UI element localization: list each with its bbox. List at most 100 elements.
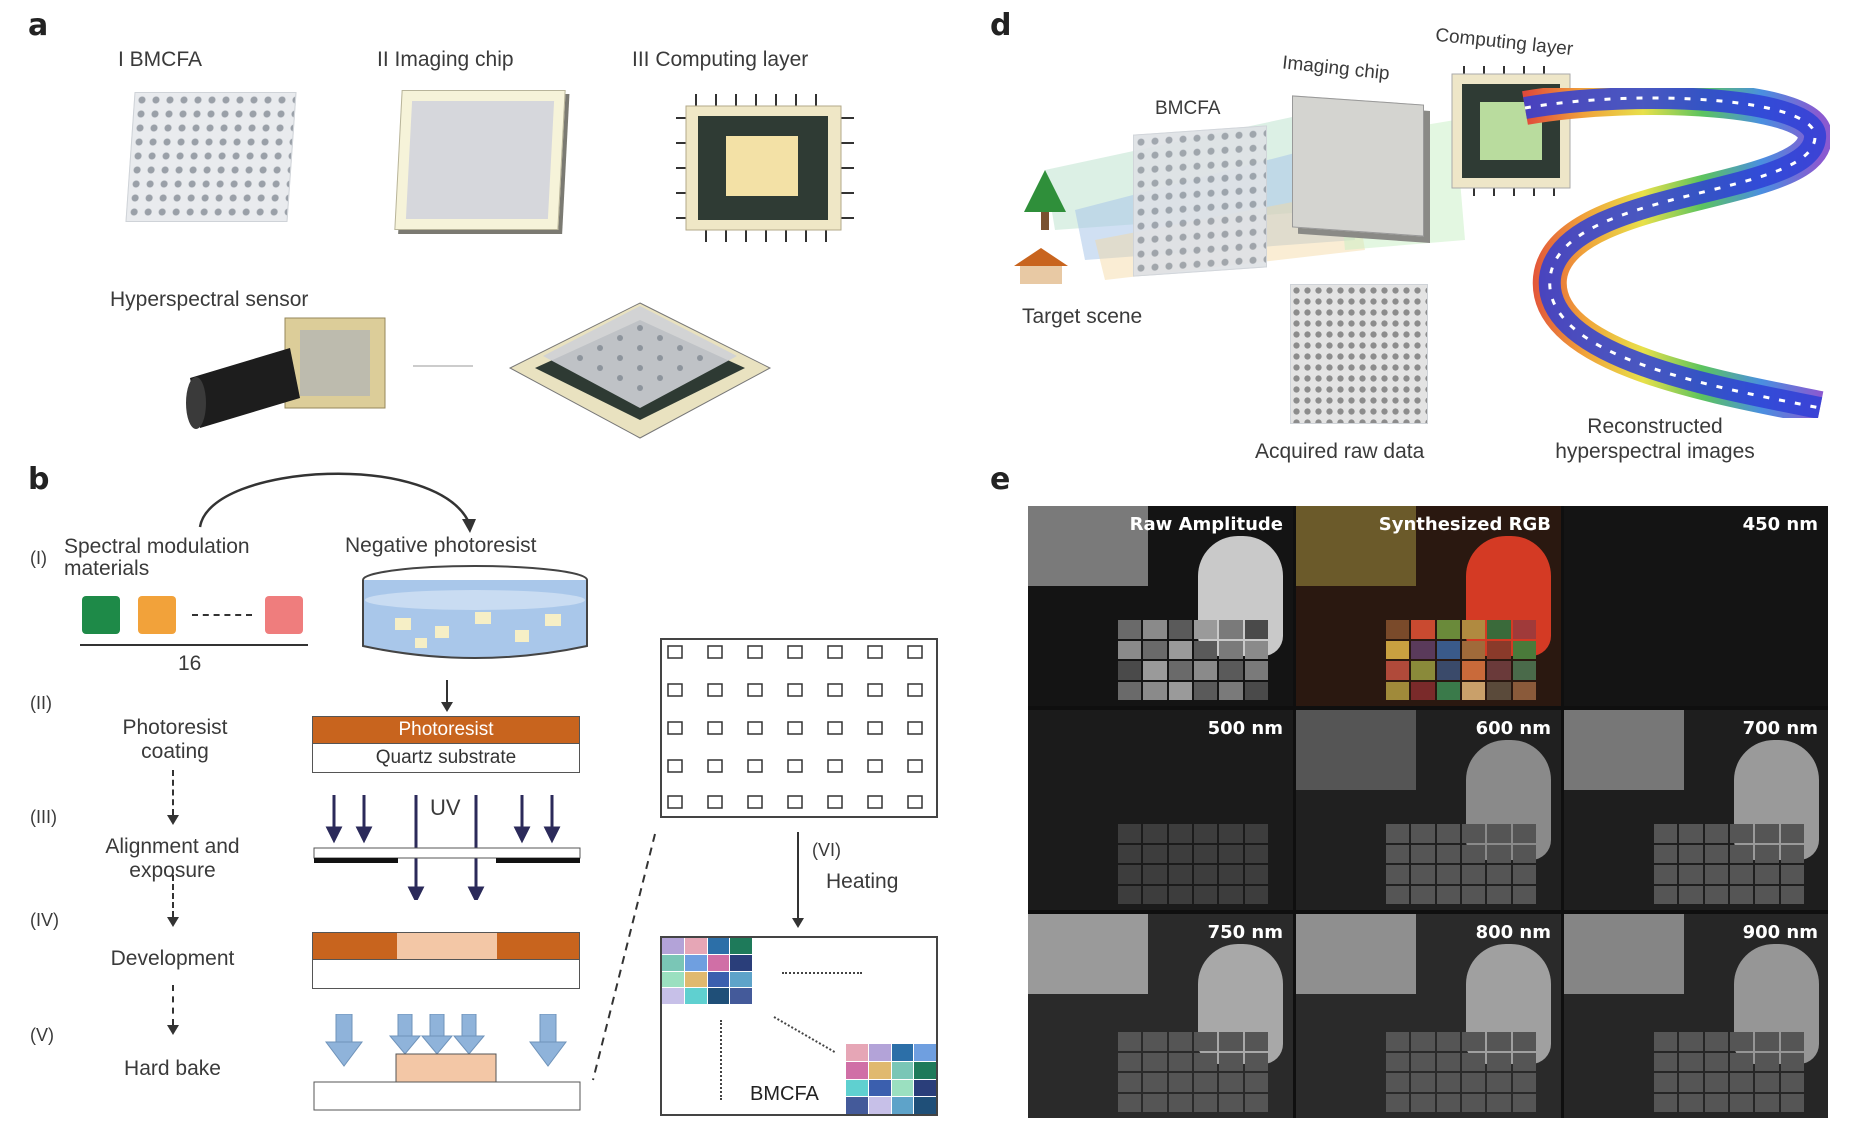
imaging-chip-title: II Imaging chip <box>377 48 514 71</box>
beaker-arrowhead <box>441 702 453 712</box>
tile-rgb-checker <box>1386 620 1536 700</box>
tile-800: 800 nm <box>1296 914 1561 1118</box>
panel-d-label: d <box>990 8 1012 43</box>
computing-layer-d-label: Computing layer <box>1434 24 1575 61</box>
tile-800-label: 800 nm <box>1475 922 1551 943</box>
imaging-chip-d <box>1292 95 1424 237</box>
tile-900-checker <box>1654 1032 1804 1112</box>
tile-450-label: 450 nm <box>1742 514 1818 535</box>
raw-data-pattern <box>1290 284 1428 424</box>
spectral-image-grid: Raw Amplitude Synthesized RGB 450 nm 500… <box>1028 506 1828 1118</box>
imaging-chip-d-label: Imaging chip <box>1281 52 1391 85</box>
step-iv-dashed-arrow <box>172 985 174 1025</box>
assembled-stack <box>508 302 772 439</box>
bmcfa-result-box: BMCFA <box>660 936 938 1116</box>
photoresist-layer-text: Photoresist <box>398 719 494 740</box>
materials-label: Spectral modulation materials <box>64 535 250 580</box>
computing-layer-title: III Computing layer <box>632 48 809 71</box>
bmcfa-filter-array <box>125 92 297 222</box>
step-iii-dashed-arrow <box>172 875 174 917</box>
beaker-arrow-line <box>446 680 448 704</box>
step-iii-arrowhead <box>167 917 179 927</box>
tile-600: 600 nm <box>1296 710 1561 910</box>
tile-800-checker <box>1386 1032 1536 1112</box>
coating-label: Photoresist coating <box>122 716 228 763</box>
photoresist-beaker <box>362 565 588 659</box>
raw-data-label: Acquired raw data <box>1255 440 1425 463</box>
tile-500: 500 nm <box>1028 710 1293 910</box>
material-swatch-pink <box>265 596 303 634</box>
developed-pattern <box>397 933 497 959</box>
bmcfa-result-label: BMCFA <box>750 1083 819 1105</box>
tile-900-label: 900 nm <box>1742 922 1818 943</box>
tile-750-label: 750 nm <box>1207 922 1283 943</box>
heating-arrowhead <box>792 918 804 928</box>
tile-900: 900 nm <box>1564 914 1828 1118</box>
quartz-substrate-text: Quartz substrate <box>375 747 517 768</box>
alignment-label: Alignment and exposure <box>105 835 240 882</box>
tile-raw-checker <box>1118 620 1268 700</box>
computing-layer-chip <box>676 94 854 242</box>
materials-underline <box>80 644 308 646</box>
tile-600-label: 600 nm <box>1475 718 1551 739</box>
heating-arrow-line <box>797 832 799 920</box>
film-reel <box>1522 88 1830 418</box>
patterned-wafer <box>660 638 938 818</box>
bmcfa-mosaic-bottom <box>846 1044 936 1114</box>
step-vi-label: (VI) <box>812 840 841 860</box>
panel-b-label: b <box>28 462 50 497</box>
material-dots <box>192 614 252 616</box>
development-label: Development <box>110 947 235 970</box>
reconstructed-label-2: hyperspectral images <box>1555 440 1755 463</box>
tile-rgb: Synthesized RGB <box>1296 506 1561 706</box>
hard-bake-label: Hard bake <box>124 1057 221 1080</box>
step-i-label: (I) <box>30 548 47 568</box>
tile-raw: Raw Amplitude <box>1028 506 1293 706</box>
step-iii-label: (III) <box>30 807 57 827</box>
developed-substrate <box>312 959 580 989</box>
panel-b-curved-arrow <box>198 472 476 533</box>
bmcfa-mosaic-top <box>662 938 752 1004</box>
imaging-chip <box>394 90 566 230</box>
tile-700-checker <box>1654 824 1804 904</box>
tree-icon <box>1024 170 1066 230</box>
step-ii-dashed-arrow <box>172 770 174 815</box>
target-scene-label: Target scene <box>1022 305 1143 328</box>
step-iv-arrowhead <box>167 1025 179 1035</box>
heating-label: Heating <box>826 870 899 893</box>
negative-photoresist-label: Negative photoresist <box>345 534 537 557</box>
hard-bake-diagram <box>313 1014 581 1111</box>
tile-rgb-label: Synthesized RGB <box>1378 514 1551 535</box>
photoresist-layer: Photoresist <box>312 716 580 744</box>
bmcfa-d-filter <box>1133 125 1267 277</box>
mosaic-dots-d <box>773 1016 836 1053</box>
panel-a-label: a <box>28 8 49 43</box>
step-ii-arrowhead <box>167 815 179 825</box>
bmcfa-d-label: BMCFA <box>1155 98 1221 119</box>
hyperspectral-sensor-label: Hyperspectral sensor <box>110 288 309 311</box>
developed-photoresist <box>312 932 580 960</box>
mosaic-dots-h <box>782 972 862 974</box>
tile-600-checker <box>1386 824 1536 904</box>
tile-500-checker <box>1118 824 1268 904</box>
materials-count: 16 <box>178 652 202 675</box>
hyperspectral-sensor-camera <box>186 317 386 429</box>
step-iv-label: (IV) <box>30 910 59 930</box>
reconstructed-label-1: Reconstructed <box>1587 415 1723 438</box>
tile-raw-label: Raw Amplitude <box>1129 514 1283 535</box>
tile-750-checker <box>1118 1032 1268 1112</box>
uv-label: UV <box>430 795 461 820</box>
step-v-label: (V) <box>30 1025 54 1045</box>
material-swatch-green <box>82 596 120 634</box>
uv-exposure-diagram <box>313 795 581 900</box>
tile-700: 700 nm <box>1564 710 1828 910</box>
bmcfa-title: I BMCFA <box>118 48 203 71</box>
quartz-substrate-layer: Quartz substrate <box>312 743 580 773</box>
house-icon <box>1014 248 1068 284</box>
tile-700-label: 700 nm <box>1742 718 1818 739</box>
step-ii-label: (II) <box>30 693 52 713</box>
mosaic-dots-v <box>720 1020 722 1100</box>
panel-e-label: e <box>990 462 1011 497</box>
zoom-dashed-line <box>592 833 656 1081</box>
sensor-connector-line <box>413 365 473 367</box>
